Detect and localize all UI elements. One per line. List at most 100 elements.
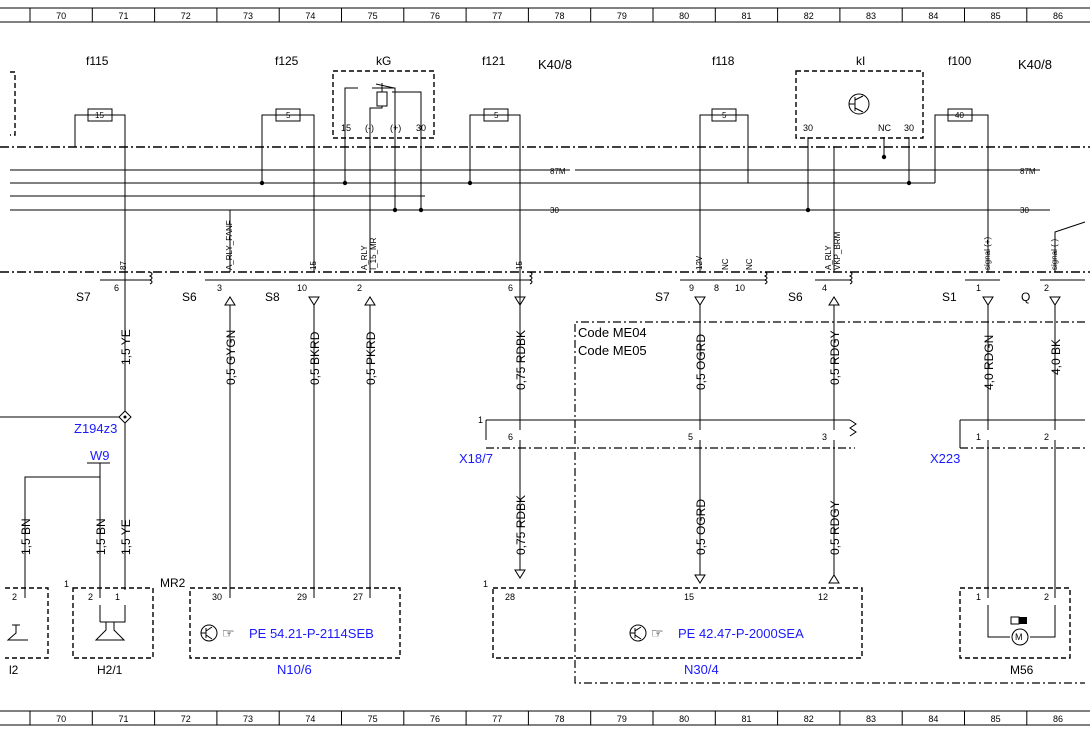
junction-dot: [342, 180, 348, 186]
svg-text:5: 5: [688, 432, 693, 442]
bus-label-87m-right: 87M: [1020, 167, 1036, 176]
n10-box: [189, 587, 401, 659]
bus-label-30: 30: [550, 206, 559, 215]
reference-link[interactable]: PE 54.21-P-2114SEB: [249, 626, 374, 641]
bus-label-30-right: 30: [1020, 206, 1029, 215]
ruler-cell: 79: [617, 11, 627, 21]
splice-label: Z194z3: [74, 421, 117, 436]
ruler-cell: 80: [679, 11, 689, 21]
component-label: l2: [9, 663, 19, 677]
svg-text:8: 8: [714, 283, 719, 293]
signal-direction-icon: [982, 296, 994, 306]
svg-text:1: 1: [478, 415, 483, 425]
svg-text:9: 9: [689, 283, 694, 293]
component-label: H2/1: [97, 663, 123, 677]
svg-text:signal (+): signal (+): [983, 237, 992, 270]
svg-text:30: 30: [803, 123, 813, 133]
bus-label-87m: 87M: [550, 167, 566, 176]
svg-text:15: 15: [515, 261, 524, 270]
wire-label: 4,0 BK: [1049, 339, 1063, 375]
connector-label: X18/7: [459, 451, 493, 466]
svg-text:4: 4: [822, 283, 827, 293]
svg-text:2: 2: [88, 592, 93, 602]
ruler-cell: 74: [305, 714, 315, 724]
ruler-cell: 83: [866, 11, 876, 21]
connector-label: X223: [930, 451, 960, 466]
svg-text:30: 30: [212, 592, 222, 602]
junction-dot: [805, 207, 811, 213]
svg-text:15: 15: [684, 592, 694, 602]
ruler-cell: 71: [118, 11, 128, 21]
svg-text:6: 6: [114, 283, 119, 293]
ruler-cell: 74: [305, 11, 315, 21]
ruler-cell: 83: [866, 714, 876, 724]
svg-text:6: 6: [508, 283, 513, 293]
svg-text:12: 12: [818, 592, 828, 602]
wire-label: 0,5 RDGY: [828, 500, 842, 555]
wire-label: 4,0 RDGN: [982, 335, 996, 390]
svg-text:M: M: [1015, 632, 1023, 642]
signal-direction-icon: [308, 296, 320, 306]
fuse-rating: 5: [722, 111, 727, 120]
ruler-cell: 77: [492, 714, 502, 724]
ruler-cell: 76: [430, 714, 440, 724]
svg-text:10: 10: [735, 283, 745, 293]
ruler-cell: 75: [368, 714, 378, 724]
signal-direction-icon: [1049, 296, 1061, 306]
ruler-cell: 73: [243, 11, 253, 21]
relay-label: kG: [376, 54, 391, 68]
svg-text:1: 1: [115, 592, 120, 602]
svg-text:29: 29: [297, 592, 307, 602]
connector-label: S8: [265, 290, 280, 304]
ruler-cell: 80: [679, 714, 689, 724]
horn-box: [72, 587, 154, 659]
ruler-cell: 81: [741, 714, 751, 724]
ruler-cell: 76: [430, 11, 440, 21]
svg-text:1: 1: [976, 592, 981, 602]
svg-text:MR2: MR2: [160, 576, 186, 590]
svg-text:NC: NC: [878, 123, 891, 133]
svg-text:2: 2: [1044, 432, 1049, 442]
fuse-label: f118: [712, 54, 735, 68]
module-label: K40/8: [538, 57, 572, 72]
connector-label: S7: [655, 290, 670, 304]
component-label: M56: [1010, 663, 1034, 677]
wire-label: 0,5 PKRD: [364, 331, 378, 385]
ruler-cell: 70: [56, 714, 66, 724]
ruler-cell: 82: [804, 714, 814, 724]
svg-text:1: 1: [976, 432, 981, 442]
horn-icon: [94, 622, 126, 641]
wire-label: 0,75 RDBK: [514, 495, 528, 555]
ruler-cell: 81: [741, 11, 751, 21]
hand-pointer-icon: ☞: [222, 625, 235, 641]
svg-text:I_15_MR: I_15_MR: [369, 237, 378, 270]
junction-dot: [881, 154, 887, 160]
m56-box: [959, 587, 1071, 659]
svg-text:87: 87: [119, 261, 128, 270]
svg-text:1: 1: [483, 579, 488, 589]
ruler-cell: 85: [991, 11, 1001, 21]
svg-text:6: 6: [508, 432, 513, 442]
connector-label: S6: [788, 290, 803, 304]
fuse-rating: 5: [494, 111, 499, 120]
svg-text:(-): (-): [365, 123, 374, 133]
ruler-cell: 77: [492, 11, 502, 21]
ruler-cell: 72: [181, 714, 191, 724]
wire-label: 1,5 YE: [119, 519, 133, 555]
svg-text:2: 2: [12, 592, 17, 602]
svg-text:12V: 12V: [695, 255, 704, 270]
svg-text:3: 3: [217, 283, 222, 293]
wire-label: 0,5 BKRD: [308, 331, 322, 385]
ruler-cell: 84: [928, 714, 938, 724]
ruler-cell: 78: [555, 11, 565, 21]
relay-ki-box: [795, 70, 924, 139]
reference-link[interactable]: PE 42.47-P-2000SEA: [678, 626, 804, 641]
fuse-label: f100: [948, 54, 972, 68]
junction-dot: [259, 180, 265, 186]
svg-text:28: 28: [505, 592, 515, 602]
ruler-cell: 78: [555, 714, 565, 724]
code-note: Code ME05: [578, 343, 647, 358]
relay-kg-box: [332, 70, 435, 139]
